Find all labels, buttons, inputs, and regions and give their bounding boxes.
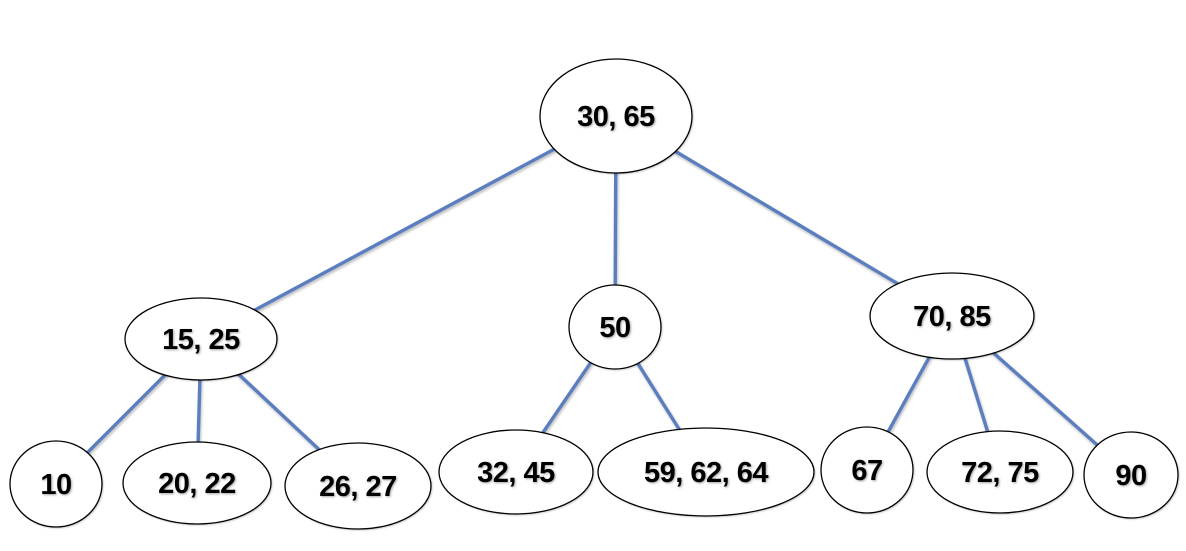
tree-node-label-n5: 20, 22 bbox=[158, 468, 236, 500]
tree-node-label-n9: 67 bbox=[851, 455, 882, 487]
tree-node-n8 bbox=[597, 427, 815, 517]
nodes-layer bbox=[9, 58, 1179, 530]
tree-node-label-n3: 70, 85 bbox=[913, 301, 991, 333]
tree-node-label-n8: 59, 62, 64 bbox=[644, 457, 768, 489]
tree-node-n1 bbox=[124, 297, 278, 381]
tree-node-label-n6: 26, 27 bbox=[319, 471, 397, 503]
tree-node-label-n11: 90 bbox=[1115, 460, 1146, 492]
tree-node-n0 bbox=[539, 58, 693, 174]
tree-node-n4 bbox=[9, 440, 103, 528]
tree-node-n6 bbox=[284, 442, 432, 530]
tree-edge-n0-n1 bbox=[199, 114, 618, 341]
tree-node-n11 bbox=[1083, 431, 1179, 519]
tree-node-n10 bbox=[926, 430, 1074, 514]
tree-node-n3 bbox=[869, 272, 1035, 360]
tree-node-n5 bbox=[122, 441, 272, 525]
tree-node-n9 bbox=[820, 426, 914, 514]
tree-node-label-n7: 32, 45 bbox=[477, 457, 555, 489]
tree-node-label-n4: 10 bbox=[40, 469, 71, 501]
labels-layer: 30, 65 15, 25 50 70, 85 10 20, 22 26, 27 32, 45… bbox=[40, 101, 1147, 503]
tree-node-label-n2: 50 bbox=[599, 312, 630, 344]
tree-node-label-n0: 30, 65 bbox=[577, 101, 655, 133]
tree-node-label-n1: 15, 25 bbox=[162, 324, 240, 356]
tree-node-n2 bbox=[568, 284, 662, 370]
tree-node-label-n10: 72, 75 bbox=[961, 457, 1039, 489]
tree-node-n7 bbox=[438, 429, 594, 515]
